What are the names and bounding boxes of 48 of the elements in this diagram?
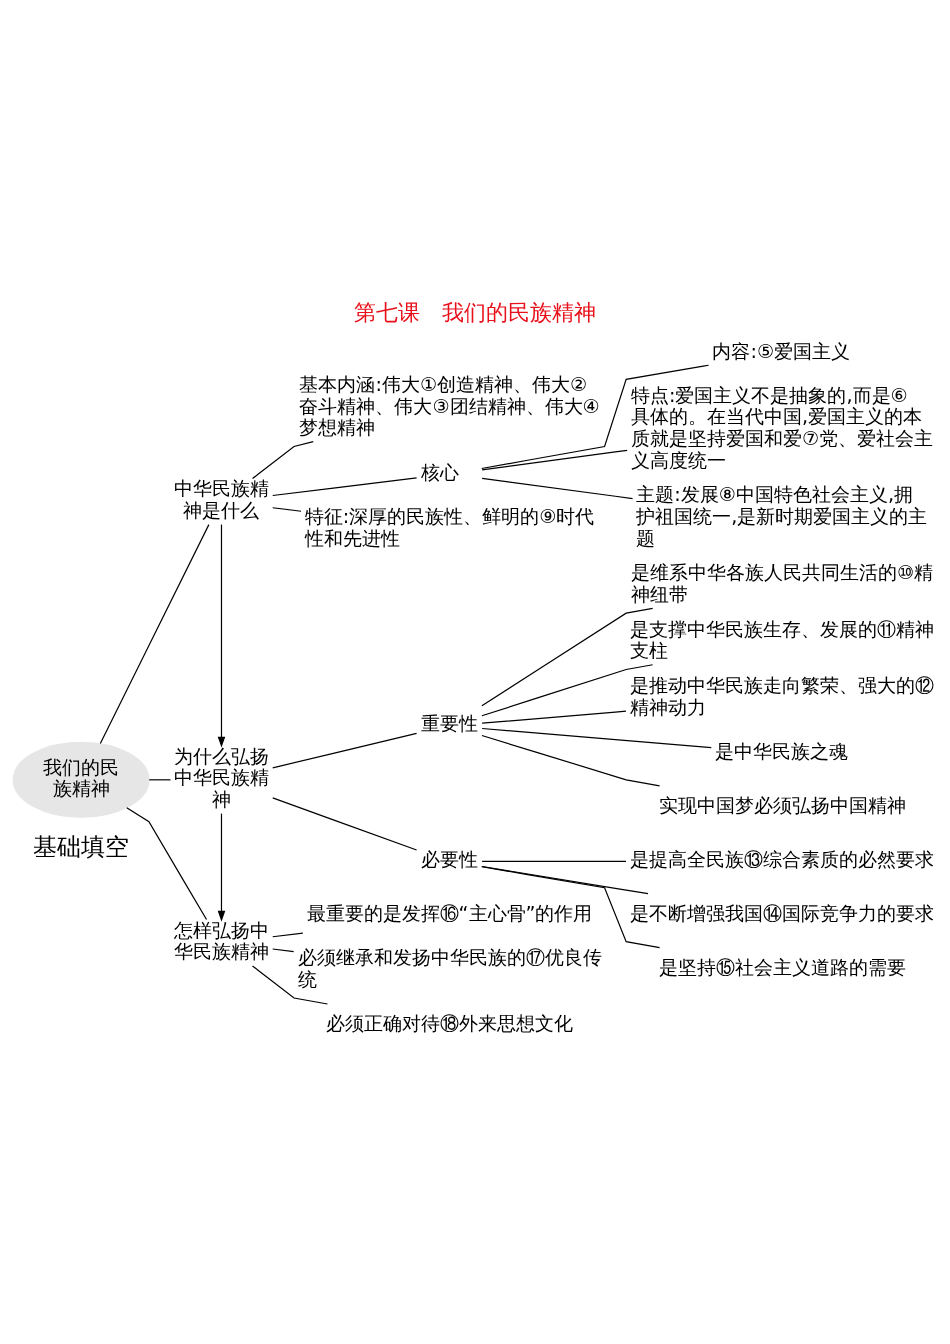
- connector: [481, 860, 627, 862]
- node-text: 最重要的是发挥⑯“主心骨”的作用: [306, 901, 593, 925]
- node-text: 内容:⑤爱国主义: [712, 339, 851, 363]
- node-text: 为什么弘扬中华民族精神: [173, 744, 269, 811]
- node-text: 怎样弘扬中华民族精神: [173, 918, 269, 963]
- label: 基础填空: [33, 832, 130, 861]
- arrow: [217, 812, 226, 922]
- node-text: 中华民族精神是什么: [173, 476, 269, 522]
- node-text: 是坚持⑮社会主义道路的需要: [658, 955, 906, 979]
- node-text: 实现中国梦必须弘扬中国精神: [658, 793, 906, 817]
- node-text: 是提高全民族⑬综合素质的必然要求: [629, 847, 934, 871]
- connector: [272, 732, 418, 768]
- diagram-title: 第七课 我们的民族精神: [354, 299, 596, 325]
- connector: [481, 710, 627, 724]
- connector: [481, 449, 628, 470]
- connector: [481, 865, 661, 948]
- connector: [272, 947, 295, 952]
- connector: [272, 796, 418, 851]
- connector: [481, 364, 710, 469]
- connector: [481, 607, 654, 706]
- node-text: 特征:深厚的民族性、鲜明的⑨时代性和先进性: [304, 504, 595, 550]
- node-text: 特点:爱国主义不是抽象的,而是⑥具体的。在当代中国,爱国主义的本质就是坚持爱国和爱⑦党、爱社会主义高度统一: [630, 383, 934, 472]
- node-text: 核心: [420, 460, 459, 484]
- connector: [481, 663, 654, 716]
- connector: [251, 964, 329, 1005]
- node-text: 是支撑中华民族生存、发展的⑪精神支柱: [629, 617, 934, 662]
- node-text: 必要性: [420, 847, 478, 871]
- node-ellipse: 我们的民族精神: [12, 741, 150, 818]
- node-text: 是维系中华各族人民共同生活的⑩精神纽带: [630, 560, 934, 606]
- connector: [481, 734, 661, 786]
- connector: [481, 727, 712, 748]
- node-text: 必须继承和发扬中华民族的⑰优良传统: [297, 945, 602, 991]
- node-text: 是中华民族之魂: [714, 739, 848, 763]
- connector: [251, 440, 314, 479]
- arrow: [217, 523, 226, 748]
- connector: [272, 506, 302, 512]
- node-text: 是不断增强我国⑭国际竞争力的要求: [629, 901, 934, 925]
- connector: [99, 523, 210, 744]
- node-text: 重要性: [420, 711, 478, 735]
- connector: [272, 932, 304, 937]
- node-text: 必须正确对待⑱外来思想文化: [326, 1011, 574, 1035]
- connector: [272, 476, 418, 496]
- node-text: 主题:发展⑧中国特色社会主义,拥护祖国统一,是新时期爱国主义的主题: [636, 482, 928, 550]
- connector: [148, 778, 172, 780]
- node-text: 是推动中华民族走向繁荣、强大的⑫精神动力: [629, 673, 934, 719]
- connector: [481, 477, 634, 499]
- node-text: 基本内涵:伟大①创造精神、伟大②奋斗精神、伟大③团结精神、伟大④梦想精神: [299, 372, 600, 439]
- connector: [126, 806, 208, 920]
